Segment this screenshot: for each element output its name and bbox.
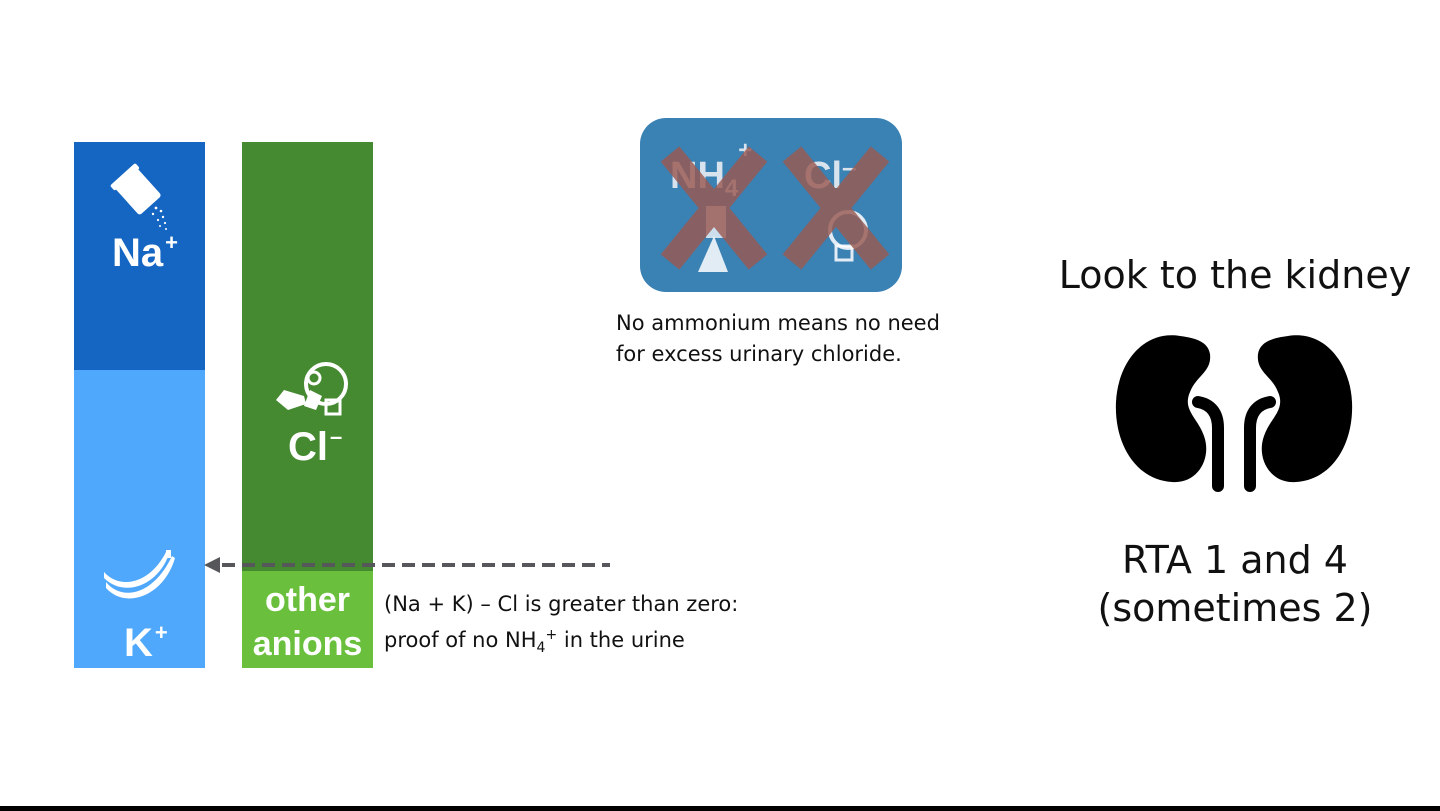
salt-shaker-icon <box>110 163 167 230</box>
dashed-arrow <box>204 557 610 573</box>
gas-mask-icon <box>276 362 348 416</box>
rta-types-text: RTA 1 and 4 (sometimes 2) <box>1097 538 1373 630</box>
kidney-icon <box>1115 335 1353 492</box>
crossed-ions-tile: NH4+ Cl– <box>640 118 902 292</box>
sodium-label: Na+ <box>112 230 178 275</box>
cross-out-chloride-icon <box>782 146 890 270</box>
other-anions-label: other anions <box>252 581 363 663</box>
cross-out-ammonium-icon <box>660 146 768 270</box>
chloride-block <box>242 142 373 571</box>
chloride-label: Cl– <box>288 424 343 469</box>
banana-icon <box>104 550 175 599</box>
look-to-kidney-title: Look to the kidney <box>1058 253 1412 297</box>
ammonium-note: No ammonium means no need for excess uri… <box>616 311 940 366</box>
potassium-label: K+ <box>124 620 168 665</box>
potassium-block <box>74 370 205 668</box>
other-anions-block <box>242 571 373 668</box>
bottom-border <box>0 806 1440 811</box>
crossed-ions-graphic: NH4+ Cl– <box>660 137 890 272</box>
anion-gap-note: (Na + K) – Cl is greater than zero: proo… <box>384 592 739 657</box>
